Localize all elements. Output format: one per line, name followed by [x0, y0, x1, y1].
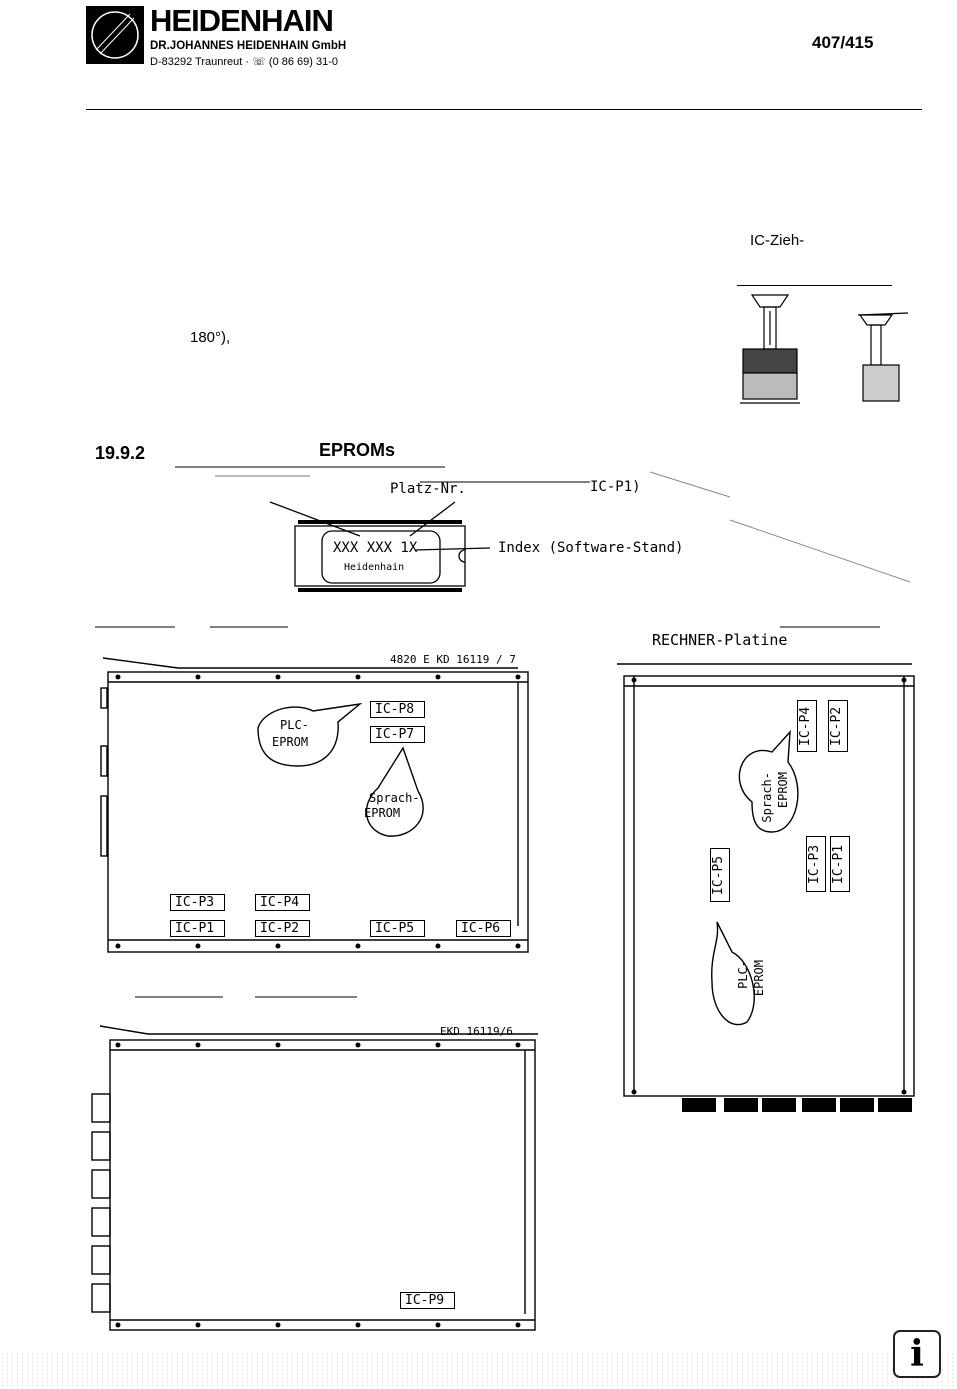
chip-code: XXX XXX 1X	[333, 540, 418, 556]
section-number: 19.9.2	[95, 443, 146, 463]
tool-underline	[737, 285, 892, 286]
company-name: DR.JOHANNES HEIDENHAIN GmbH	[150, 40, 347, 52]
board3-sprach-bubble-top: Sprach-	[760, 772, 774, 823]
info-icon[interactable]: i	[893, 1330, 941, 1378]
company-address: D-83292 Traunreut · ☏ (0 86 69) 31-0	[150, 56, 339, 68]
board3-chip-ic-p1: IC-P1	[830, 836, 850, 892]
board1-chip-ic-p8: IC-P8	[370, 701, 425, 718]
board1-chip-ic-p3: IC-P3	[170, 894, 225, 911]
scan-noise-strip	[0, 1352, 957, 1389]
board1-plc-bubble-bottom: EPROM	[272, 735, 309, 749]
board1-code: 4820 E KD 16119 / 7	[390, 653, 516, 666]
board1-drawing	[100, 657, 529, 953]
board3-chip-ic-p4: IC-P4	[797, 700, 817, 752]
board1-chip-ic-p5: IC-P5	[370, 920, 425, 937]
board-caption-strokes	[95, 626, 880, 628]
logo-emblem-icon	[91, 11, 139, 59]
section-title: EPROMs	[319, 440, 396, 460]
board3-chip-ic-p3: IC-P3	[806, 836, 826, 892]
board1-chip-ic-p7: IC-P7	[370, 726, 425, 743]
document-number: 407/415	[812, 33, 874, 52]
board3-chip-ic-p2: IC-P2	[828, 700, 848, 752]
board1-sprach-bubble-top: Sprach-	[369, 791, 420, 805]
tool-label: IC-Zieh-	[750, 232, 805, 249]
board1-sprach-bubble-bottom: EPROM	[364, 806, 401, 820]
board2-drawing	[91, 1025, 538, 1331]
slot-example-label: IC-P1)	[590, 479, 641, 495]
rotation-text: 180°),	[190, 329, 231, 346]
board3-plc-bubble-bottom: EPROM	[752, 960, 766, 997]
board1-chip-ic-p6: IC-P6	[456, 920, 511, 937]
header-divider	[86, 109, 922, 110]
board3-sprach-bubble-bottom: EPROM	[776, 772, 790, 809]
brand-name: HEIDENHAIN	[150, 3, 334, 38]
board1-chip-ic-p1: IC-P1	[170, 920, 225, 937]
index-label: Index (Software-Stand)	[498, 540, 684, 556]
board1-chip-ic-p2: IC-P2	[255, 920, 310, 937]
board3-plc-bubble-top: PLC-	[736, 960, 750, 989]
ic-puller-tools-drawing	[740, 294, 909, 404]
board3-chip-ic-p5: IC-P5	[710, 848, 730, 902]
slot-number-label: Platz-Nr.	[390, 481, 466, 497]
board3-title: RECHNER-Platine	[652, 631, 788, 649]
heidenhain-logo	[86, 6, 144, 64]
eprom-chip-diagram	[269, 501, 491, 592]
board2-code: EKD 16119/6	[440, 1025, 513, 1038]
board1-chip-ic-p4: IC-P4	[255, 894, 310, 911]
board3-drawing	[617, 663, 915, 1112]
board2-caption-strokes	[135, 996, 357, 998]
board1-plc-bubble-top: PLC-	[280, 718, 309, 732]
annotation-strokes	[175, 466, 911, 583]
board2-chip-ic-p9: IC-P9	[400, 1292, 455, 1309]
chip-maker: Heidenhain	[344, 562, 405, 573]
